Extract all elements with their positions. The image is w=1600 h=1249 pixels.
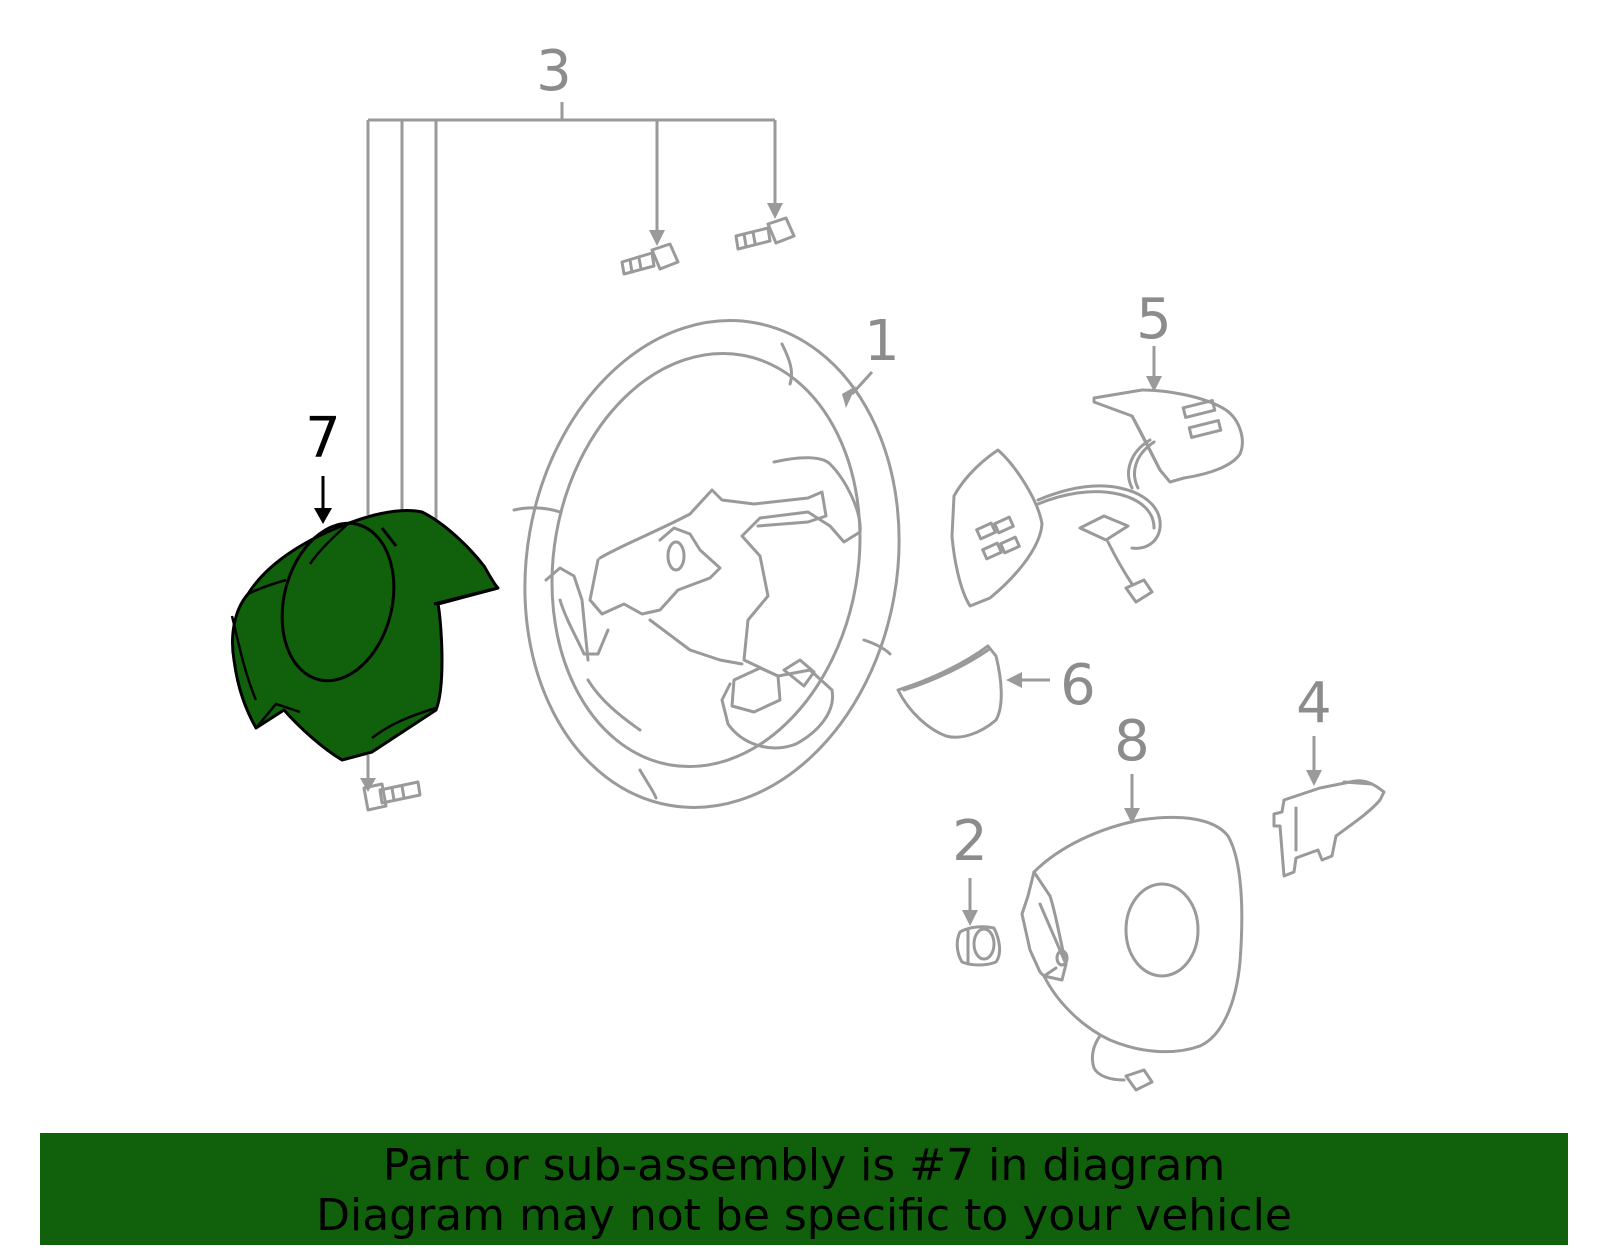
leader-3-bracket — [360, 102, 783, 792]
bolt-icon — [734, 216, 796, 251]
bolt-icon — [620, 242, 680, 276]
callout-1[interactable]: 1 — [864, 309, 900, 374]
bolt-icon — [362, 780, 422, 812]
callout-7[interactable]: 7 — [305, 406, 341, 471]
leader-6 — [1006, 672, 1050, 688]
nut-part-2[interactable] — [955, 925, 1002, 967]
airbag-module-part-8[interactable] — [1020, 815, 1244, 1092]
callout-2[interactable]: 2 — [952, 809, 988, 874]
info-banner: Part or sub-assembly is #7 in diagram Di… — [40, 1133, 1568, 1245]
leader-5 — [1146, 346, 1162, 392]
callout-6[interactable]: 6 — [1060, 653, 1096, 718]
callout-4[interactable]: 4 — [1296, 671, 1332, 736]
callout-3[interactable]: 3 — [536, 39, 572, 104]
leader-2 — [962, 878, 978, 926]
banner-line-1: Part or sub-assembly is #7 in diagram — [382, 1140, 1226, 1191]
leader-7 — [314, 476, 332, 524]
steering-column-cover-part-7[interactable] — [230, 508, 500, 762]
callout-8[interactable]: 8 — [1114, 709, 1150, 774]
bracket-part-4[interactable] — [1272, 779, 1386, 878]
banner-line-2: Diagram may not be specific to your vehi… — [316, 1190, 1292, 1241]
steering-wheel-part-1[interactable] — [487, 291, 936, 838]
leader-4 — [1306, 736, 1322, 786]
callout-5[interactable]: 5 — [1136, 287, 1172, 352]
leader-8 — [1124, 774, 1140, 824]
switch-assembly-part-5[interactable] — [950, 388, 1244, 608]
trim-cover-part-6[interactable] — [896, 644, 1003, 739]
